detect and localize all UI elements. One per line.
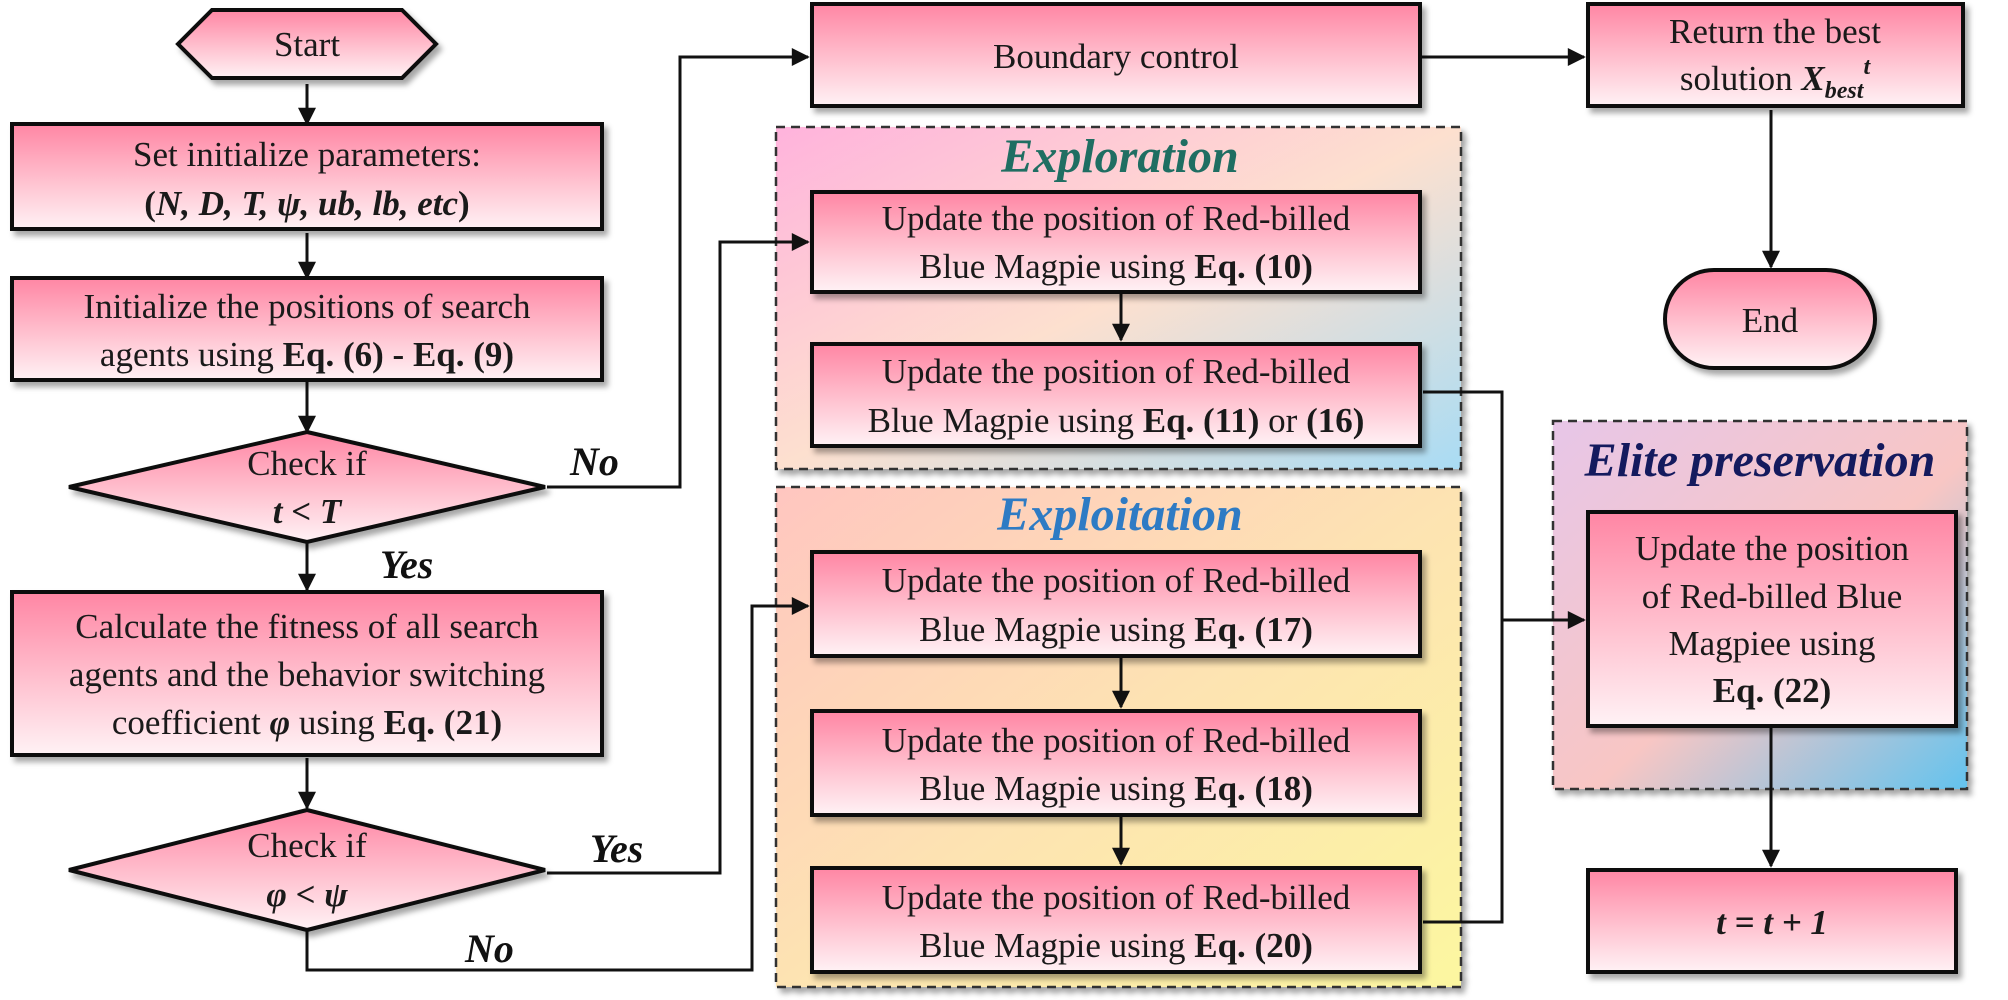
edge-label-no-phi: No [464,926,514,971]
svg-text:End: End [1742,301,1799,340]
svg-text:φ < ψ: φ < ψ [266,875,348,914]
fitness-node: Calculate the fitness of all search agen… [10,590,604,757]
svg-text:Blue Magpie using Eq. (17): Blue Magpie using Eq. (17) [919,610,1313,649]
edge-label-no-t: No [569,439,619,484]
update-eq10-node: Update the position of Red-billed Blue M… [810,190,1422,294]
update-eq17-node: Update the position of Red-billed Blue M… [810,550,1422,658]
svg-text:Set initialize parameters:: Set initialize parameters: [133,135,481,174]
svg-text:agents using Eq. (6) - Eq. (9): agents using Eq. (6) - Eq. (9) [100,335,514,374]
update-eq18-node: Update the position of Red-billed Blue M… [810,709,1422,817]
init-parameters-node: Set initialize parameters: (N, D, T, ψ, … [10,122,604,231]
edge-no-to-boundary [547,48,810,489]
svg-text:Eq. (22): Eq. (22) [1713,671,1832,710]
svg-text:agents and the behavior switch: agents and the behavior switching [69,655,545,694]
svg-text:(N, D, T, ψ, ub, lb, etc): (N, D, T, ψ, ub, lb, etc) [144,184,469,223]
edge-no-to-exploitation [305,597,810,972]
return-best-node: Return the best solution Xbestt [1586,2,1965,108]
svg-text:Update the position of Red-bil: Update the position of Red-billed [882,199,1351,238]
edge-eq11-to-elite [1423,390,1504,620]
check-t-decision: Check if t < T [68,429,546,545]
svg-text:Update the position: Update the position [1635,529,1909,568]
svg-text:coefficient φ using Eq. (21): coefficient φ using Eq. (21) [112,703,502,742]
start-node: Start [175,8,439,80]
update-eq11-node: Update the position of Red-billed Blue M… [810,342,1422,448]
init-positions-node: Initialize the positions of search agent… [10,276,604,382]
svg-text:solution Xbestt: solution Xbestt [1680,54,1872,104]
edge-eq20-to-elite [1423,620,1504,924]
edge-label-yes-t: Yes [380,542,433,587]
boundary-control-node: Boundary control [810,2,1422,108]
update-eq22-node: Update the position of Red-billed Blue M… [1586,510,1958,728]
svg-text:Blue Magpie using Eq. (11) or: Blue Magpie using Eq. (11) or (16) [868,401,1365,440]
svg-text:Update the position of Red-bil: Update the position of Red-billed [882,561,1351,600]
svg-text:Blue Magpie using Eq. (18): Blue Magpie using Eq. (18) [919,769,1313,808]
svg-text:Update the position of Red-bil: Update the position of Red-billed [882,352,1351,391]
svg-text:Update the position of Red-bil: Update the position of Red-billed [882,721,1351,760]
exploitation-title: Exploitation [996,488,1242,541]
svg-text:Initialize the positions of se: Initialize the positions of search [83,287,531,326]
svg-text:Boundary control: Boundary control [993,37,1239,76]
svg-text:Calculate the fitness of all s: Calculate the fitness of all search [75,607,539,646]
svg-text:Start: Start [274,25,340,64]
svg-text:of Red-billed Blue: of Red-billed Blue [1642,577,1903,616]
svg-text:Blue Magpie using Eq. (10): Blue Magpie using Eq. (10) [919,247,1313,286]
edges [298,48,1780,972]
svg-text:t = t + 1: t = t + 1 [1716,903,1828,942]
check-phi-decision: Check if φ < ψ [68,807,546,933]
exploration-title: Exploration [1000,130,1238,183]
svg-text:Return the best: Return the best [1669,12,1881,51]
svg-text:t < T: t < T [273,492,343,531]
svg-text:Check if: Check if [247,444,367,483]
update-eq20-node: Update the position of Red-billed Blue M… [810,866,1422,974]
end-node: End [1663,268,1877,370]
svg-text:Magpiee using: Magpiee using [1668,624,1875,663]
elite-preservation-title: Elite preservation [1584,434,1936,487]
svg-text:Blue Magpie using Eq. (20): Blue Magpie using Eq. (20) [919,926,1313,965]
svg-text:Check if: Check if [247,826,367,865]
svg-text:Update the position of Red-bil: Update the position of Red-billed [882,878,1351,917]
edge-label-yes-phi: Yes [590,826,643,871]
increment-node: t = t + 1 [1586,868,1958,974]
edge-yes-to-exploration [547,233,810,875]
